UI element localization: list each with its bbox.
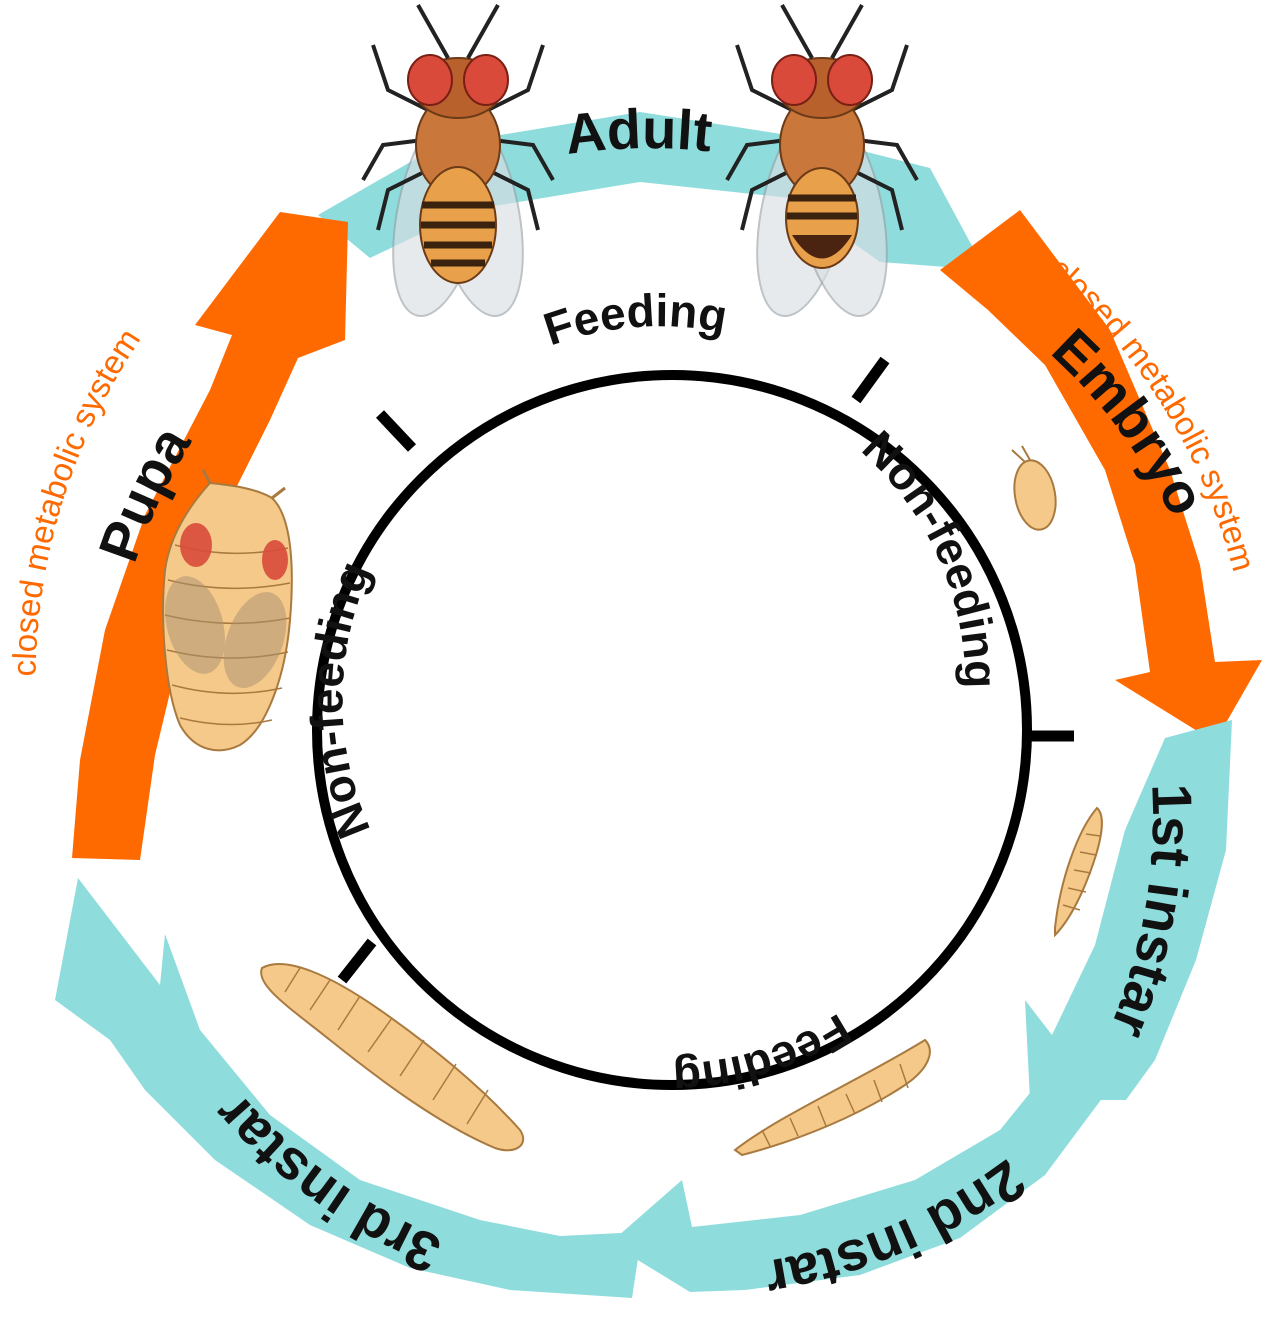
phase-label-nonfeeding-left: Non-feeding <box>300 554 380 846</box>
phase-circle <box>317 375 1027 1085</box>
phase-tick <box>380 414 412 448</box>
feeding-phase-ring <box>317 360 1074 1085</box>
larva-icon <box>261 964 523 1150</box>
stage-label-adult: Adult <box>562 97 715 166</box>
larva-icon <box>1055 808 1102 935</box>
phase-label-feeding-top: Feeding <box>537 284 731 355</box>
phase-tick <box>342 942 372 980</box>
egg-icon <box>1009 446 1061 533</box>
first-instar-arrow <box>1025 720 1232 1100</box>
phase-tick <box>856 360 885 400</box>
stage-label-3rd-instar: 3rd instar <box>201 1083 449 1286</box>
